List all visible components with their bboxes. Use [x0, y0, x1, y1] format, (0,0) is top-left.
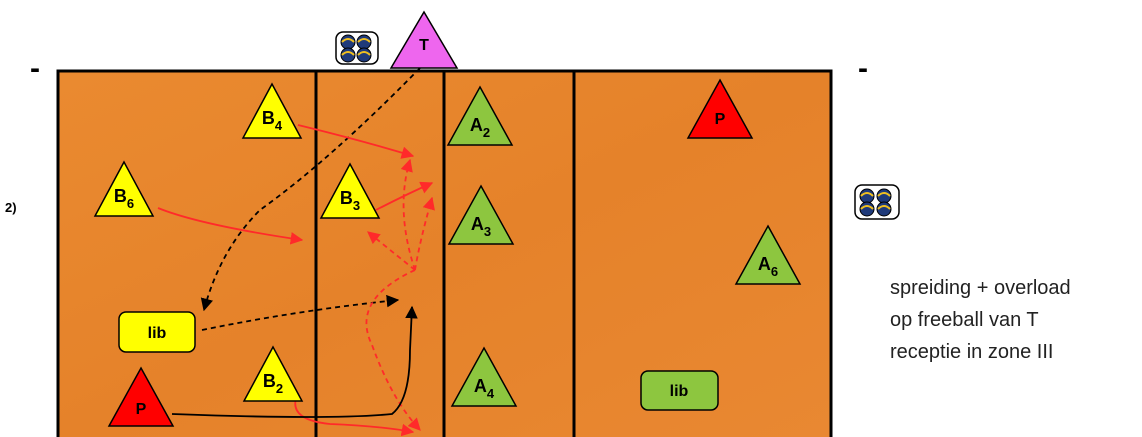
- player-b4: B4: [241, 82, 303, 139]
- volleyball-basket-icon: [854, 184, 900, 220]
- player-a4: A4: [450, 346, 518, 407]
- caption-line-2: op freeball van T: [890, 309, 1039, 331]
- libero-right: lib: [640, 370, 719, 411]
- caption-line-3: receptie in zone III: [890, 341, 1054, 363]
- set-option-3: [367, 231, 416, 271]
- run-b4: [297, 124, 415, 159]
- run-b2: [294, 397, 415, 437]
- player-a3: A3: [447, 184, 515, 245]
- svg-text:A4: A4: [474, 376, 495, 401]
- svg-text:P: P: [136, 401, 147, 418]
- freeball-trajectory: [200, 67, 421, 312]
- svg-text:lib: lib: [670, 383, 689, 400]
- player-a2: A2: [446, 85, 514, 146]
- svg-text:A6: A6: [758, 254, 778, 279]
- edge-mark-right: -: [858, 52, 868, 85]
- svg-text:B6: B6: [114, 186, 134, 211]
- player-p-right: P: [686, 78, 754, 139]
- reception-pass: [201, 294, 400, 331]
- set-option-2: [414, 196, 435, 271]
- player-p-left: P: [107, 366, 175, 427]
- run-b6: [157, 207, 304, 245]
- player-b3: B3: [319, 162, 381, 219]
- volleyball-basket-icon: [335, 31, 379, 65]
- svg-text:B4: B4: [262, 108, 283, 133]
- svg-text:B3: B3: [340, 188, 360, 213]
- svg-text:A3: A3: [471, 214, 491, 239]
- set-option-1: [400, 158, 416, 271]
- svg-text:A2: A2: [470, 115, 490, 140]
- diagram-number: 2): [5, 200, 17, 215]
- caption: spreiding + overload op freeball van T r…: [890, 272, 1140, 368]
- setter-run: [171, 305, 418, 418]
- player-a6: A6: [734, 224, 802, 285]
- caption-line-1: spreiding + overload: [890, 277, 1071, 299]
- svg-text:lib: lib: [148, 325, 167, 342]
- svg-text:P: P: [715, 111, 726, 128]
- player-b6: B6: [93, 160, 155, 217]
- svg-text:B2: B2: [263, 371, 283, 396]
- libero-left: lib: [118, 311, 196, 353]
- player-b2: B2: [242, 345, 304, 402]
- trainer-t: T: [389, 10, 459, 69]
- svg-text:T: T: [419, 37, 429, 54]
- edge-mark-left: -: [30, 52, 40, 85]
